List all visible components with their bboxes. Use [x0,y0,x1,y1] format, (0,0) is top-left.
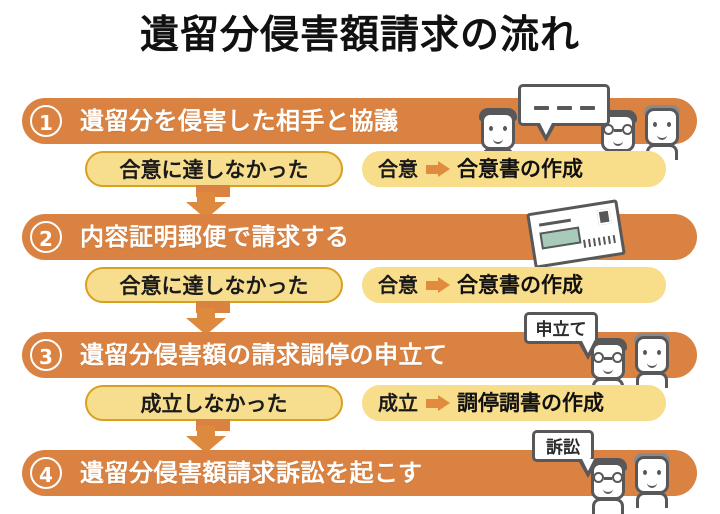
lens-right [612,472,623,483]
speech-bubble-1 [518,84,610,142]
three-people-talking-icon [478,84,698,166]
stamp-shape [596,208,612,226]
page-title: 遺留分侵害額請求の流れ [139,13,580,58]
envelope-icon [526,199,640,269]
eye-right [667,122,671,127]
head-shape [635,456,669,494]
lens-right [622,124,633,135]
mouth-shape [647,481,657,488]
arrow-shaft [197,426,215,438]
arrow-shaft [197,192,215,204]
eye-left [643,470,647,475]
eye-right [657,470,661,475]
address-line [538,218,572,227]
arrow-shaft [197,308,215,320]
bridge-shape [604,477,612,480]
outcome-condition-2: 合意 [378,273,418,297]
outcome-result-3: 調停調書の作成 [457,391,604,415]
eye-right [657,350,661,355]
glasses-icon [593,472,623,485]
step-label-1: 遺留分を侵害した相手と協議 [80,107,399,135]
head-shape [645,108,679,146]
outcome-condition-3: 成立 [378,391,418,415]
mouth-shape [613,139,623,146]
lens-left [603,124,614,135]
person-icon-e [632,330,672,388]
outcome-condition-1: 合意 [378,157,418,181]
outcome-failure-3: 成立しなかった [85,385,343,421]
postal-bars [583,234,616,248]
step-number-3: 3 [30,339,62,371]
body-shape [636,372,668,388]
outcome-row-3: 成立しなかった 成立 調停調書の作成 [0,385,720,431]
step-label-2: 内容証明郵便で請求する [80,223,350,251]
head-shape [481,112,515,150]
outcome-failure-1: 合意に達しなかった [85,151,343,187]
speech-bubble-3-text: 申立て [535,320,587,340]
outcome-result-2: 合意書の作成 [457,273,583,297]
two-people-icon-4: 訴訟 [524,430,704,514]
dash-glyph-1 [530,97,599,116]
eye-left [643,350,647,355]
outcome-success-1: 合意 合意書の作成 [362,151,666,187]
right-arrow-icon-3 [426,395,450,411]
outcome-failure-2: 合意に達しなかった [85,267,343,303]
body-shape [592,498,624,514]
down-arrow-icon-2 [186,308,226,335]
down-arrow-icon-3 [186,426,226,453]
speech-bubble-3: 申立て [524,312,598,360]
bridge-shape [614,129,622,132]
bubble-tail-inner [582,459,594,471]
arrow-head [186,436,226,453]
glasses-icon [593,352,623,365]
right-arrow-icon-2 [426,277,450,293]
glasses-icon [603,124,633,137]
right-arrow-icon-1 [426,161,450,177]
envelope-shape [526,199,626,269]
step-label-3: 遺留分侵害額の請求調停の申立て [80,341,448,369]
person-icon-g [632,450,672,508]
bubble-tail-inner [582,341,594,353]
step-number-4: 4 [30,457,62,489]
mouth-shape [603,367,613,374]
outcome-row-2: 合意に達しなかった 合意 合意書の作成 [0,267,720,313]
outcome-success-3: 成立 調停調書の作成 [362,385,666,421]
mouth-shape [647,361,657,368]
bridge-shape [604,357,612,360]
eye-left [653,122,657,127]
eye-right [503,126,507,131]
step-label-4: 遺留分侵害額請求訴訟を起こす [80,459,423,487]
mouth-shape [603,487,613,494]
step-number-2: 2 [30,221,62,253]
address-window [539,226,582,250]
mouth-shape [493,137,503,144]
body-shape [636,492,668,508]
speech-bubble-4: 訴訟 [532,430,597,478]
outcome-result-1: 合意書の作成 [457,157,583,181]
person-icon-c [642,102,682,160]
speech-bubble-4-text: 訴訟 [546,438,580,458]
lens-right [612,352,623,363]
bubble-tail-inner [540,123,552,135]
head-shape [635,336,669,374]
outcome-success-2: 合意 合意書の作成 [362,267,666,303]
mouth-shape [657,133,667,140]
eye-left [489,126,493,131]
outcome-row-1: 合意に達しなかった 合意 合意書の作成 [0,151,720,197]
arrow-head [186,318,226,335]
step-number-1: 1 [30,105,62,137]
two-people-icon-3: 申立て [524,312,704,394]
